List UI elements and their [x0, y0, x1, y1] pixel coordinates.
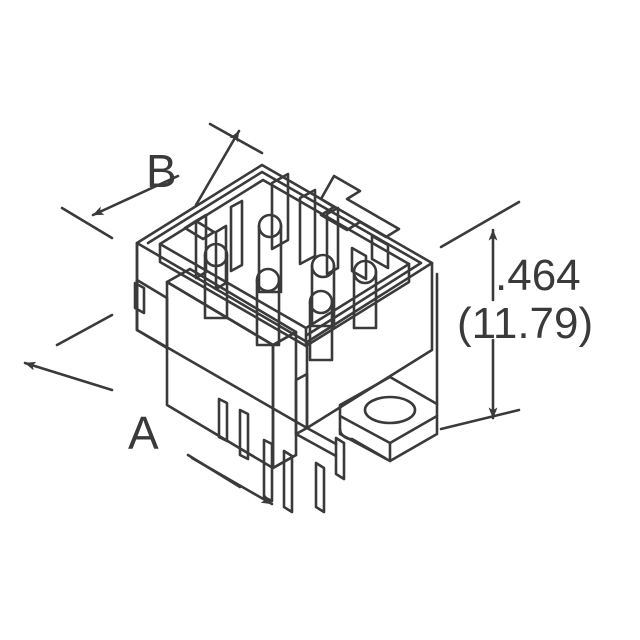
- dimension-label-a: A: [128, 407, 159, 459]
- mounting-boss: [338, 375, 439, 463]
- dimension-a-leader: [23, 313, 274, 506]
- left-rim-notch: [183, 219, 216, 241]
- dimension-height-mm: (11.79): [457, 299, 594, 348]
- body-side-step: [135, 278, 309, 436]
- mounting-boss-hole: [363, 395, 417, 425]
- dimension-height-inch: .464: [495, 251, 581, 300]
- contact-pins: [203, 213, 378, 362]
- lower-platform: [271, 426, 338, 470]
- center-divider-walls: [229, 172, 340, 276]
- left-latch-feature: [133, 281, 146, 315]
- inner-wall-rib-right: [350, 234, 390, 281]
- housing-rim-thickness: [146, 170, 423, 337]
- polarization-key-notch: [319, 174, 401, 239]
- dimension-b-leader: [60, 122, 264, 240]
- dimension-height-leader: [439, 200, 521, 431]
- dimension-label-b: B: [146, 145, 177, 197]
